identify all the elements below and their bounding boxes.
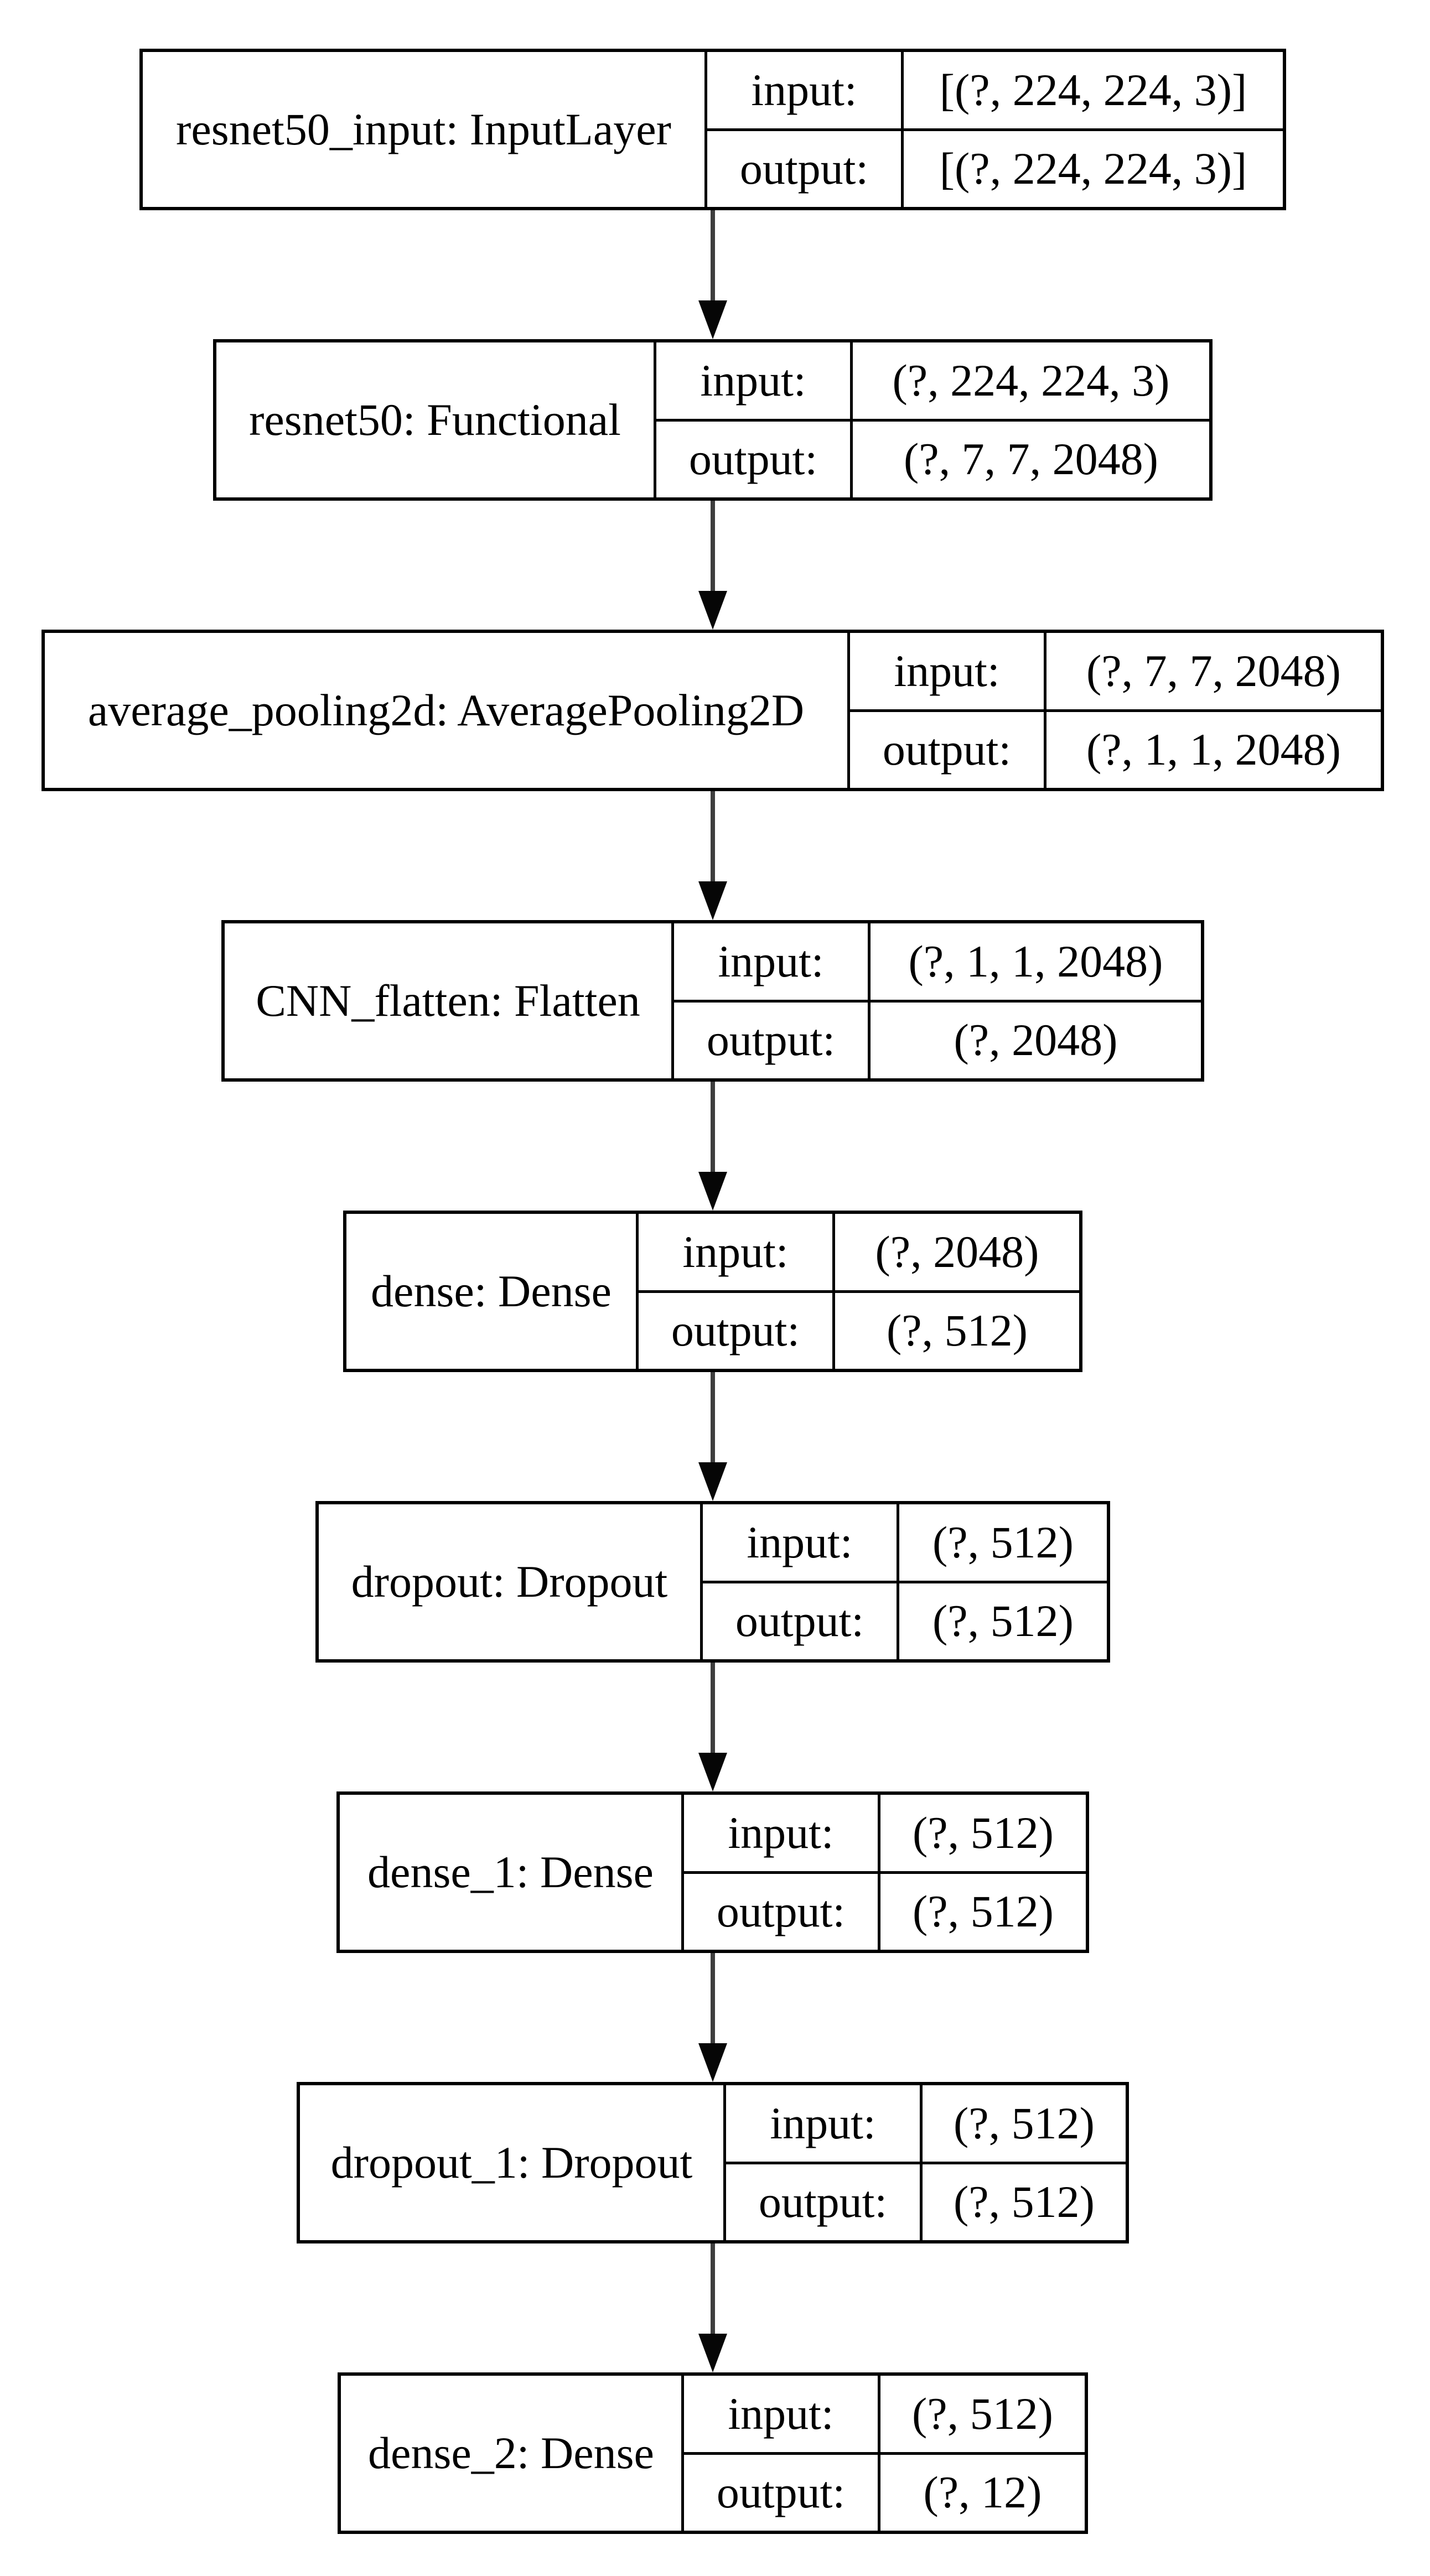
input-shape: (?, 512) bbox=[932, 1516, 1074, 1567]
input-row: input: (?, 512) bbox=[684, 1795, 1086, 1871]
input-row: input: (?, 512) bbox=[703, 1504, 1107, 1581]
input-label: input: bbox=[703, 1504, 899, 1581]
input-label: input: bbox=[850, 633, 1046, 709]
io-table: input: (?, 512) output: (?, 512) bbox=[703, 1504, 1107, 1659]
layer-node-dropout: dropout: Dropout input: (?, 512) output:… bbox=[315, 1501, 1110, 1663]
layer-node-dense: dense: Dense input: (?, 2048) output: (?… bbox=[343, 1211, 1082, 1372]
input-shape: (?, 512) bbox=[911, 2388, 1053, 2439]
layer-node-dense_1: dense_1: Dense input: (?, 512) output: (… bbox=[336, 1791, 1089, 1953]
io-table: input: (?, 512) output: (?, 512) bbox=[726, 2085, 1126, 2240]
input-row: input: (?, 7, 7, 2048) bbox=[850, 633, 1381, 709]
output-label: output: bbox=[684, 2454, 880, 2531]
input-row: input: (?, 1, 1, 2048) bbox=[674, 923, 1201, 1000]
output-shape: [(?, 224, 224, 3)] bbox=[939, 143, 1247, 194]
input-label: input: bbox=[674, 923, 871, 1000]
output-label: output: bbox=[850, 711, 1046, 788]
io-table: input: (?, 2048) output: (?, 512) bbox=[639, 1214, 1079, 1369]
layer-name: average_pooling2d: AveragePooling2D bbox=[45, 633, 850, 788]
output-label: output: bbox=[703, 1583, 899, 1659]
input-label: input: bbox=[656, 342, 853, 419]
io-table: input: (?, 7, 7, 2048) output: (?, 1, 1,… bbox=[850, 633, 1381, 788]
flow-arrow-shaft bbox=[711, 1372, 715, 1464]
output-label: output: bbox=[656, 421, 853, 497]
layer-node-resnet50: resnet50: Functional input: (?, 224, 224… bbox=[213, 339, 1213, 501]
output-shape: (?, 512) bbox=[932, 1596, 1074, 1647]
arrowhead-down-icon bbox=[698, 1753, 727, 1791]
output-row: output: (?, 512) bbox=[726, 2161, 1126, 2240]
output-row: output: (?, 512) bbox=[703, 1580, 1107, 1659]
input-shape: (?, 224, 224, 3) bbox=[892, 355, 1170, 406]
flow-arrow-shaft bbox=[711, 1663, 715, 1754]
io-table: input: (?, 224, 224, 3) output: (?, 7, 7… bbox=[656, 342, 1209, 497]
layer-node-dense_2: dense_2: Dense input: (?, 512) output: (… bbox=[338, 2372, 1088, 2534]
arrowhead-down-icon bbox=[698, 881, 727, 920]
layer-node-resnet50_input: resnet50_input: InputLayer input: [(?, 2… bbox=[139, 49, 1286, 210]
input-shape: (?, 1, 1, 2048) bbox=[908, 936, 1163, 986]
layer-node-average_pooling2d: average_pooling2d: AveragePooling2D inpu… bbox=[42, 630, 1384, 791]
output-label: output: bbox=[707, 131, 904, 207]
output-row: output: (?, 512) bbox=[684, 1871, 1086, 1950]
input-label: input: bbox=[684, 1795, 880, 1871]
flow-arrow-shaft bbox=[711, 2243, 715, 2335]
input-label: input: bbox=[639, 1214, 835, 1290]
input-shape: (?, 512) bbox=[912, 1807, 1054, 1858]
layer-node-dropout_1: dropout_1: Dropout input: (?, 512) outpu… bbox=[297, 2082, 1129, 2243]
layer-name: dropout_1: Dropout bbox=[300, 2085, 726, 2240]
output-row: output: [(?, 224, 224, 3)] bbox=[707, 128, 1283, 207]
output-shape: (?, 512) bbox=[953, 2177, 1095, 2227]
input-label: input: bbox=[684, 2376, 880, 2452]
layer-node-CNN_flatten: CNN_flatten: Flatten input: (?, 1, 1, 20… bbox=[221, 920, 1204, 1082]
input-row: input: [(?, 224, 224, 3)] bbox=[707, 52, 1283, 128]
output-shape: (?, 512) bbox=[886, 1305, 1028, 1356]
arrowhead-down-icon bbox=[698, 591, 727, 630]
flow-arrow-shaft bbox=[711, 210, 715, 302]
flow-arrow-shaft bbox=[711, 1953, 715, 2045]
arrowhead-down-icon bbox=[698, 2043, 727, 2082]
layer-name: dense_2: Dense bbox=[341, 2376, 684, 2531]
io-table: input: [(?, 224, 224, 3)] output: [(?, 2… bbox=[707, 52, 1283, 207]
layer-name: dropout: Dropout bbox=[319, 1504, 703, 1659]
input-shape: [(?, 224, 224, 3)] bbox=[939, 64, 1247, 115]
output-label: output: bbox=[674, 1002, 871, 1078]
arrowhead-down-icon bbox=[698, 1172, 727, 1211]
input-label: input: bbox=[726, 2085, 923, 2162]
arrowhead-down-icon bbox=[698, 2334, 727, 2372]
input-row: input: (?, 224, 224, 3) bbox=[656, 342, 1209, 419]
input-row: input: (?, 512) bbox=[726, 2085, 1126, 2162]
output-shape: (?, 7, 7, 2048) bbox=[903, 434, 1158, 485]
layer-name: dense: Dense bbox=[346, 1214, 639, 1369]
output-row: output: (?, 1, 1, 2048) bbox=[850, 709, 1381, 788]
output-row: output: (?, 12) bbox=[684, 2452, 1085, 2531]
flow-arrow-shaft bbox=[711, 501, 715, 593]
output-row: output: (?, 2048) bbox=[674, 999, 1201, 1078]
flow-arrow-shaft bbox=[711, 791, 715, 883]
input-shape: (?, 512) bbox=[953, 2097, 1095, 2148]
input-row: input: (?, 2048) bbox=[639, 1214, 1079, 1290]
flow-arrow-shaft bbox=[711, 1082, 715, 1173]
output-row: output: (?, 7, 7, 2048) bbox=[656, 418, 1209, 497]
output-shape: (?, 512) bbox=[912, 1886, 1054, 1937]
output-row: output: (?, 512) bbox=[639, 1290, 1079, 1369]
io-table: input: (?, 512) output: (?, 512) bbox=[684, 1795, 1086, 1950]
layer-name: CNN_flatten: Flatten bbox=[225, 923, 674, 1078]
input-row: input: (?, 512) bbox=[684, 2376, 1085, 2452]
output-label: output: bbox=[639, 1292, 835, 1369]
layer-name: dense_1: Dense bbox=[340, 1795, 684, 1950]
output-shape: (?, 12) bbox=[923, 2467, 1042, 2518]
arrowhead-down-icon bbox=[698, 1462, 727, 1501]
input-shape: (?, 2048) bbox=[875, 1226, 1039, 1277]
output-label: output: bbox=[684, 1873, 880, 1950]
io-table: input: (?, 512) output: (?, 12) bbox=[684, 2376, 1085, 2531]
input-shape: (?, 7, 7, 2048) bbox=[1086, 645, 1341, 696]
io-table: input: (?, 1, 1, 2048) output: (?, 2048) bbox=[674, 923, 1201, 1078]
layer-name: resnet50: Functional bbox=[216, 342, 656, 497]
arrowhead-down-icon bbox=[698, 300, 727, 339]
output-label: output: bbox=[726, 2164, 923, 2240]
input-label: input: bbox=[707, 52, 904, 128]
output-shape: (?, 2048) bbox=[954, 1015, 1118, 1066]
layer-name: resnet50_input: InputLayer bbox=[143, 52, 707, 207]
output-shape: (?, 1, 1, 2048) bbox=[1086, 724, 1341, 775]
